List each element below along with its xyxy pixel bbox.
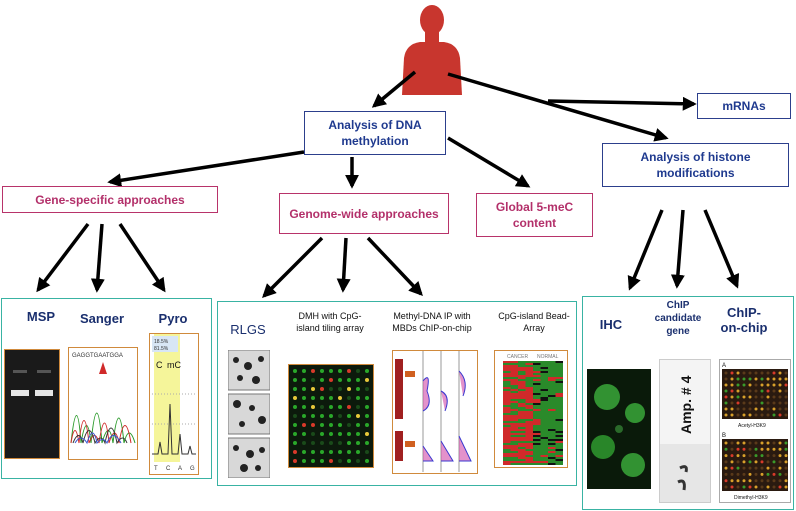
sanger-chromatogram-image: GAGGTGAATGGA: [68, 347, 138, 460]
pyro-mc-label: mC: [167, 360, 181, 370]
arrow-dna-to-global: [447, 136, 531, 188]
pyro-axis-a: A: [178, 466, 182, 472]
arrow-gene-to-pyro: [118, 223, 166, 293]
arrow-histone-to-chiponchip: [703, 209, 740, 289]
methyl-dna-label: Methyl-DNA IP with MBDs ChIP-on-chip: [392, 311, 472, 333]
histone-modifications-box: Analysis of histone modifications: [602, 143, 789, 187]
amp-label: Amp. # 4: [678, 375, 694, 434]
arrow-gene-to-sanger: [90, 223, 105, 293]
chip-on-chip-label: ChIP-on-chip: [720, 305, 768, 335]
msp-label: MSP: [26, 309, 56, 324]
chip-gel-image: Amp. # 4: [659, 359, 711, 503]
arrow-human-to-dna: [371, 70, 417, 108]
array-a-label: A: [722, 363, 726, 369]
genome-wide-box: Genome-wide approaches: [279, 193, 449, 234]
acetyl-label: Acetyl-H3K9: [738, 423, 766, 429]
chip-candidate-label: ChIP candidate gene: [654, 300, 702, 337]
rlgs-label: RLGS: [230, 322, 266, 337]
arrow-histone-to-chip: [670, 209, 685, 289]
dmh-array-image: [288, 364, 374, 468]
pyro-axis-g: G: [190, 466, 195, 472]
rlgs-image: [227, 349, 271, 479]
pyro-axis-c: C: [166, 466, 171, 472]
normal-label: NORMAL: [537, 354, 559, 360]
sanger-sequence: GAGGTGAATGGA: [72, 353, 123, 359]
histone-panel: IHC ChIP candidate gene ChIP-on-chip Amp…: [582, 296, 794, 510]
pyro-pct-1: 18.5%: [154, 339, 169, 345]
arrow-genome-to-dmh: [336, 237, 351, 293]
ihc-label: IHC: [599, 317, 623, 332]
dimethyl-label: Dimethyl-H3K9: [734, 495, 768, 501]
cancer-label: CANCER: [507, 354, 529, 360]
pyro-c-label: C: [156, 360, 163, 370]
analysis-dna-methylation-box: Analysis of DNA methylation: [304, 111, 446, 155]
pyro-label: Pyro: [158, 311, 188, 326]
gene-specific-panel: MSP Sanger Pyro GAGGTGAATGGA: [1, 298, 212, 479]
arrow-human-to-histone: [447, 72, 669, 142]
chip-on-chip-image: A Acetyl-H3K9 B Dimethyl-H3K9: [719, 359, 791, 503]
array-b-label: B: [722, 433, 726, 439]
arrow-to-mrnas: [547, 96, 697, 111]
msp-gel-image: [4, 349, 60, 459]
arrow-histone-to-ihc: [627, 209, 664, 291]
arrow-genome-to-methyl: [366, 236, 423, 297]
human-figure-icon: [402, 5, 462, 95]
global-5mec-box: Global 5-meC content: [476, 193, 593, 237]
genome-wide-panel: RLGS DMH with CpG-island tiling array Me…: [217, 301, 577, 486]
dmh-label: DMH with CpG-island tiling array: [296, 311, 364, 333]
arrow-dna-to-gene: [107, 150, 305, 188]
sanger-label: Sanger: [79, 311, 125, 326]
arrow-genome-to-rlgs: [262, 236, 324, 298]
pyro-pct-2: 81.5%: [154, 346, 169, 352]
mrnas-box: mRNAs: [697, 93, 791, 119]
pyro-chart-image: 18.5% 81.5% C mC T C A G: [149, 333, 199, 475]
arrow-gene-to-msp: [36, 222, 90, 293]
methyl-chip-image: [392, 350, 478, 474]
gene-specific-box: Gene-specific approaches: [2, 186, 218, 213]
cpg-bead-array-image: CANCER NORMAL: [494, 350, 568, 468]
cpg-bead-label: CpG-island Bead-Array: [498, 311, 570, 333]
pyro-axis-t: T: [154, 466, 158, 472]
ihc-image: [587, 369, 651, 489]
